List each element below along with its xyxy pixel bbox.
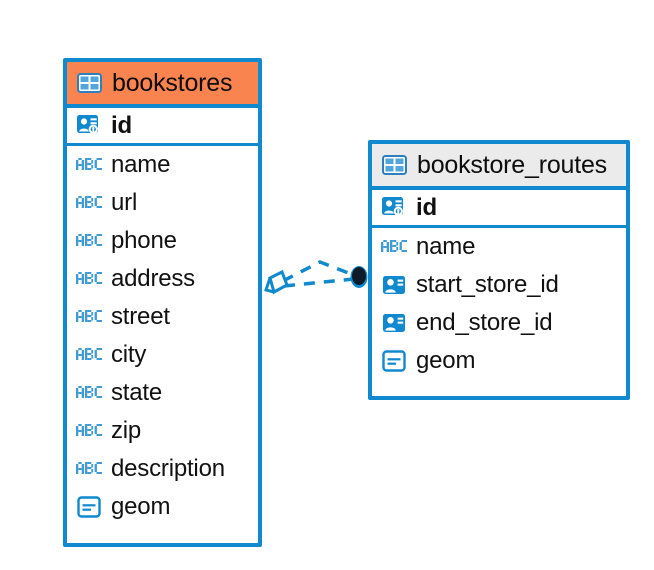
- entity-title-label: bookstore_routes: [417, 150, 607, 179]
- field-row-zip[interactable]: zip: [67, 412, 258, 450]
- field-row-name[interactable]: name: [67, 146, 258, 184]
- table-grid-icon: [381, 152, 407, 178]
- field-row-street[interactable]: street: [67, 298, 258, 336]
- field-label: geom: [416, 347, 476, 374]
- filled-circle-marker: [350, 266, 368, 288]
- field-row-id[interactable]: id: [67, 108, 258, 146]
- abc-text-icon: [76, 304, 102, 330]
- field-label: url: [111, 189, 138, 216]
- field-row-city[interactable]: city: [67, 336, 258, 374]
- field-label: start_store_id: [416, 271, 559, 298]
- entity-table-bookstore-routes[interactable]: bookstore_routes id: [368, 140, 630, 400]
- field-label: name: [416, 233, 476, 260]
- field-label: city: [111, 341, 147, 368]
- abc-text-icon: [76, 228, 102, 254]
- table-grid-icon: [76, 70, 102, 96]
- field-row-url[interactable]: url: [67, 184, 258, 222]
- field-row-address[interactable]: address: [67, 260, 258, 298]
- geometry-icon: [381, 348, 407, 374]
- field-row-id[interactable]: id: [372, 190, 626, 228]
- field-label: id: [416, 193, 437, 221]
- abc-text-icon: [76, 342, 102, 368]
- relationship-line-lower: [283, 277, 355, 288]
- foreign-key-icon: [381, 310, 407, 336]
- field-label: zip: [111, 417, 142, 444]
- field-row-geom[interactable]: geom: [67, 488, 258, 526]
- field-label: end_store_id: [416, 309, 553, 336]
- field-label: state: [111, 379, 163, 406]
- field-label: geom: [111, 493, 171, 520]
- field-row-description[interactable]: description: [67, 450, 258, 488]
- field-label: name: [111, 151, 171, 178]
- abc-text-icon: [76, 266, 102, 292]
- field-label: phone: [111, 227, 177, 254]
- field-row-state[interactable]: state: [67, 374, 258, 412]
- abc-text-icon: [76, 152, 102, 178]
- foreign-key-icon: [381, 272, 407, 298]
- field-row-phone[interactable]: phone: [67, 222, 258, 260]
- abc-text-icon: [76, 418, 102, 444]
- field-row-end-store-id[interactable]: end_store_id: [372, 304, 626, 342]
- entity-table-bookstores[interactable]: bookstores id: [63, 58, 262, 547]
- geometry-icon: [76, 494, 102, 520]
- rhombus-outline-marker: [264, 269, 289, 295]
- field-label: id: [111, 111, 132, 139]
- entity-header-bookstore-routes[interactable]: bookstore_routes: [372, 144, 626, 190]
- abc-text-icon: [381, 234, 407, 260]
- field-row-geom[interactable]: geom: [372, 342, 626, 380]
- abc-text-icon: [76, 190, 102, 216]
- abc-text-icon: [76, 380, 102, 406]
- field-label: street: [111, 303, 170, 330]
- field-row-name[interactable]: name: [372, 228, 626, 266]
- field-label: address: [111, 265, 195, 292]
- abc-text-icon: [76, 456, 102, 482]
- field-label: description: [111, 455, 225, 482]
- entity-title-label: bookstores: [112, 68, 233, 97]
- relationship-line-upper: [282, 260, 357, 283]
- primary-key-icon: [76, 113, 102, 139]
- primary-key-icon: [381, 195, 407, 221]
- field-row-start-store-id[interactable]: start_store_id: [372, 266, 626, 304]
- entity-header-bookstores[interactable]: bookstores: [67, 62, 258, 108]
